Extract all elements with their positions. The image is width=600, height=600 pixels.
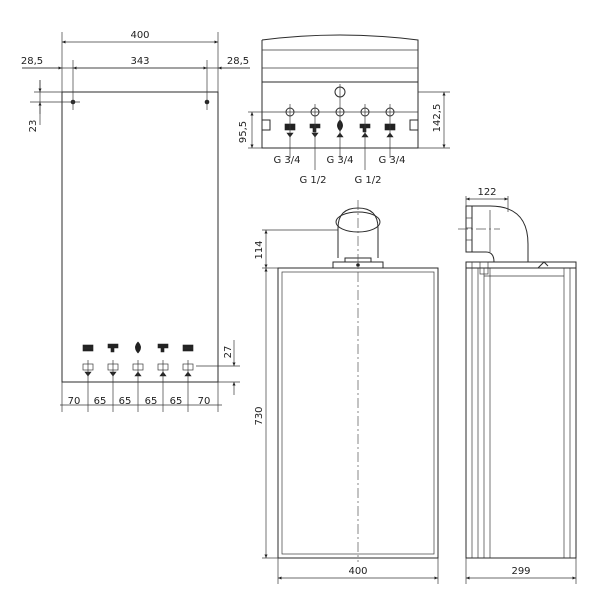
main-width-dim: 400 (348, 566, 367, 577)
cold-water-fitting-icon (157, 343, 169, 353)
heating-return-fitting-icon (182, 344, 194, 352)
detail-right-height: 142,5 (432, 104, 443, 133)
flue-height-dim: 114 (254, 240, 265, 259)
detail-left-height: 95,5 (238, 121, 249, 143)
front-view: 400 28,5 343 28,5 23 (21, 30, 250, 412)
spacing-dim: 65 (145, 396, 158, 407)
main-view: 114 730 400 (254, 200, 439, 584)
front-view-outline (61, 91, 219, 383)
front-inner-span: 343 (130, 56, 149, 67)
thread-label: G 1/2 (354, 175, 381, 186)
side-body-outline (465, 261, 577, 559)
spacing-dim: 70 (68, 396, 81, 407)
spacing-dim: 70 (198, 396, 211, 407)
connection-detail: 95,5 142,5 G 3/4 G 3/4 G 3/4 G 1/2 G 1/2 (238, 34, 450, 186)
front-bottom-offset: 27 (223, 346, 234, 359)
front-top-offset: 23 (28, 120, 39, 133)
front-side-offset-right: 28,5 (227, 56, 249, 67)
main-height-dim: 730 (254, 406, 265, 425)
detail-top-cover (261, 34, 419, 90)
front-width-dim: 400 (130, 30, 149, 41)
spacing-dim: 65 (119, 396, 132, 407)
heating-flow-fitting-icon (82, 344, 94, 352)
spacing-dim: 65 (170, 396, 183, 407)
flue-offset-dim: 122 (477, 187, 496, 198)
thread-label: G 3/4 (378, 155, 405, 166)
thread-label: G 1/2 (299, 175, 326, 186)
gas-fitting-icon (135, 341, 141, 354)
thread-label: G 3/4 (273, 155, 300, 166)
flue-elbow (472, 205, 529, 262)
spacing-dim: 65 (94, 396, 107, 407)
side-depth-dim: 299 (511, 566, 530, 577)
thread-label: G 3/4 (326, 155, 353, 166)
side-view: 122 299 (458, 187, 577, 584)
front-side-offset-left: 28,5 (21, 56, 43, 67)
connection-spacing-dims: 70 65 65 65 65 70 (68, 396, 211, 407)
hot-water-fitting-icon (107, 343, 119, 353)
